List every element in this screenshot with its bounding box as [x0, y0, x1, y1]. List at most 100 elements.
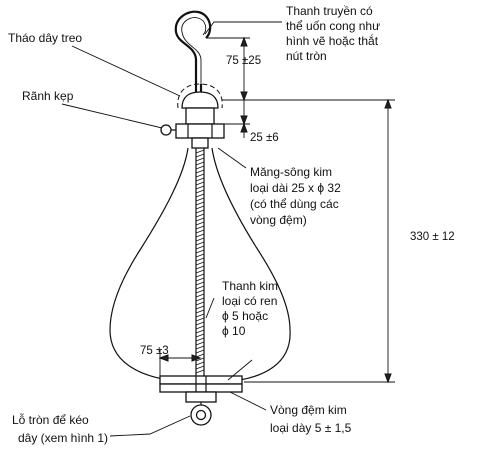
clamp-cap [181, 91, 219, 125]
thread-mark [195, 193, 205, 198]
ring-note-line-2: dây (xem hình 1) [18, 431, 108, 445]
thread-mark [195, 161, 205, 166]
leader-groove [61, 103, 163, 129]
washer-note-line-1: Vòng đệm kim [270, 403, 347, 417]
thread-mark [195, 313, 205, 318]
thread-mark [195, 185, 205, 190]
rod-note-line-4: nút tròn [286, 49, 327, 63]
leader-threaded-rod [205, 297, 215, 319]
dim-sleeve-offset-label: 25 ±6 [250, 132, 279, 144]
ring-note-line-1: Lỗ tròn để kéo [12, 412, 89, 427]
thread-mark [195, 265, 205, 270]
thread-mark [195, 273, 205, 278]
thread-mark [195, 229, 205, 234]
label-threaded-rod-note: Thanh kim loại có ren ϕ 5 hoặc ϕ 10 [222, 279, 278, 338]
thread-mark [195, 329, 205, 334]
label-ring-note: Lỗ tròn để kéo dây (xem hình 1) [12, 412, 108, 445]
leader-washer-a [227, 359, 253, 381]
threaded-rod-line-3: ϕ 5 hoặc [222, 309, 268, 323]
dim-hook-height-label: 75 ±25 [226, 55, 261, 67]
thread-mark [195, 225, 205, 230]
label-rod-note: Thanh truyền có thể uốn cong như hình vẽ… [286, 4, 380, 63]
leader-ring [109, 415, 191, 437]
leader-washer-b [229, 391, 267, 411]
thread-mark [195, 209, 205, 214]
thread-mark [195, 349, 205, 354]
thread-mark [195, 249, 205, 254]
thread-mark [195, 217, 205, 222]
thread-mark [195, 341, 205, 346]
threaded-rod-line-1: Thanh kim [222, 279, 278, 293]
thread-mark [195, 277, 205, 282]
thread-mark [195, 241, 205, 246]
thread-mark [195, 321, 205, 326]
base-washer [159, 375, 243, 403]
thread-mark [195, 205, 205, 210]
thread-mark [195, 221, 205, 226]
rod-note-line-3: hình vẽ hoặc thắt [286, 33, 379, 48]
thread-mark [195, 281, 205, 286]
thread-mark [195, 285, 205, 290]
dim-base-width-label: 75 ±3 [140, 345, 169, 357]
thread-mark [195, 333, 205, 338]
thread-mark [195, 289, 205, 294]
dim-total-height-label: 330 ± 12 [410, 231, 455, 243]
thread-mark [195, 213, 205, 218]
thread-mark [195, 153, 205, 158]
thread-mark [195, 345, 205, 350]
sleeve-nut [175, 123, 225, 149]
label-sleeve-note: Măng-sông kim loại dài 25 x ϕ 32 (có thể… [250, 165, 341, 227]
thread-mark [195, 157, 205, 162]
leader-detach-hanger [71, 45, 181, 97]
thread-mark [195, 233, 205, 238]
thread-mark [195, 293, 205, 298]
dim-total-height: 330 ± 12 [224, 98, 455, 384]
rod-note-line-2: thể uốn cong như [286, 19, 380, 33]
thread-mark [195, 197, 205, 202]
label-detach-hanger: Tháo dây treo [8, 31, 82, 45]
rod-note-line-1: Thanh truyền có [286, 4, 373, 18]
thread-mark [195, 149, 205, 154]
leader-rod-note [204, 21, 282, 35]
thread-mark [195, 269, 205, 274]
sleeve-note-line-3: (có thể dùng các [250, 197, 339, 211]
groove-knob [160, 124, 176, 136]
dim-base-width: 75 ±3 [140, 345, 202, 376]
thread-mark [195, 309, 205, 314]
thread-mark [195, 317, 205, 322]
thread-mark [195, 181, 205, 186]
thread-mark [195, 173, 205, 178]
thread-mark [195, 245, 205, 250]
sleeve-note-line-1: Măng-sông kim [250, 165, 332, 179]
sleeve-note-line-4: vòng đệm) [250, 213, 307, 227]
label-washer-note: Vòng đệm kim loại dày 5 ± 1,5 [270, 403, 352, 435]
dim-hook-height: 75 ±25 [206, 36, 261, 102]
leader-sleeve [217, 147, 247, 169]
thread-mark [195, 201, 205, 206]
threaded-rod [195, 148, 205, 376]
thread-mark [195, 365, 205, 370]
dim-sleeve-offset: 25 ±6 [224, 100, 279, 144]
pull-ring [190, 402, 212, 426]
thread-mark [195, 337, 205, 342]
thread-mark [195, 237, 205, 242]
sleeve-note-line-2: loại dài 25 x ϕ 32 [250, 181, 341, 195]
threaded-rod-line-2: loại có ren [222, 294, 277, 308]
thread-mark [195, 177, 205, 182]
washer-note-line-2: loại dày 5 ± 1,5 [270, 421, 352, 435]
thread-mark [195, 305, 205, 310]
thread-mark [195, 261, 205, 266]
thread-mark [195, 369, 205, 374]
label-groove: Rãnh kẹp [22, 89, 74, 103]
threaded-rod-line-4: ϕ 10 [222, 324, 246, 338]
thread-mark [195, 361, 205, 366]
thread-mark [195, 165, 205, 170]
thread-mark [195, 297, 205, 302]
thread-mark [195, 301, 205, 306]
thread-mark [195, 357, 205, 362]
thread-mark [195, 253, 205, 258]
thread-mark [195, 257, 205, 262]
thread-mark [195, 169, 205, 174]
thread-mark [195, 325, 205, 330]
